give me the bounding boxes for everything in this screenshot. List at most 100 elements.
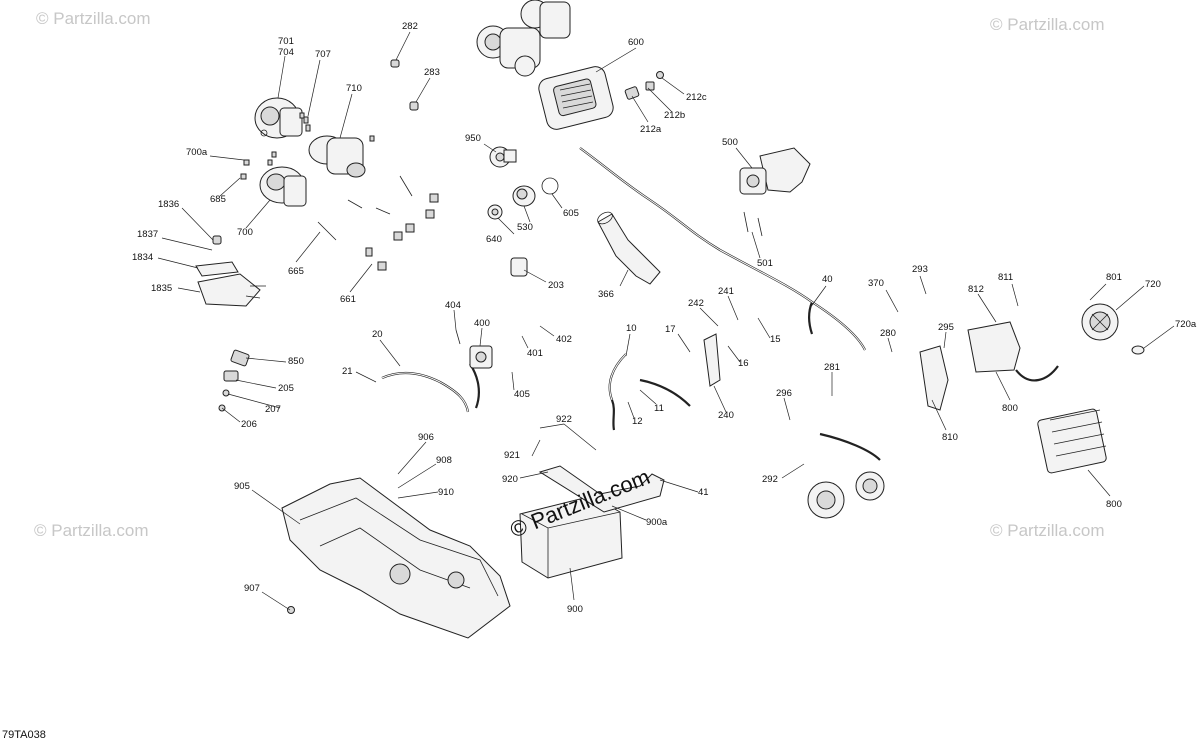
callout-281[interactable]: 281 (824, 362, 840, 373)
callout-207[interactable]: 207 (265, 404, 281, 415)
callout-920[interactable]: 920 (502, 474, 518, 485)
part-283-nut[interactable] (409, 101, 419, 111)
part-240-plate[interactable] (703, 333, 721, 387)
part-800-module-lower[interactable] (1037, 408, 1107, 474)
callout-810[interactable]: 810 (942, 432, 958, 443)
callout-283[interactable]: 283 (424, 67, 440, 78)
part-905-tray[interactable] (281, 477, 511, 639)
part-203-clip[interactable] (510, 257, 528, 277)
part-530-sensor[interactable] (512, 185, 536, 207)
callout-206[interactable]: 206 (241, 419, 257, 430)
callout-801[interactable]: 801 (1106, 272, 1122, 283)
callout-21[interactable]: 21 (342, 366, 353, 377)
callout-812[interactable]: 812 (968, 284, 984, 295)
callout-212a[interactable]: 212a (640, 124, 662, 135)
callout-296[interactable]: 296 (776, 388, 792, 399)
callout-11[interactable]: 11 (654, 403, 664, 414)
callout-212c[interactable]: 212c (686, 92, 707, 103)
part-720-light[interactable] (1081, 303, 1119, 341)
callout-295[interactable]: 295 (938, 322, 954, 333)
callout-921[interactable]: 921 (504, 450, 520, 461)
callout-402[interactable]: 402 (556, 334, 572, 345)
part-600-ecu[interactable] (537, 65, 616, 132)
callout-710[interactable]: 710 (346, 83, 362, 94)
part-907-nut[interactable] (287, 606, 295, 614)
callout-907[interactable]: 907 (244, 583, 260, 594)
callout-661[interactable]: 661 (340, 294, 356, 305)
callout-10[interactable]: 10 (626, 323, 637, 334)
callout-910[interactable]: 910 (438, 487, 454, 498)
callout-905[interactable]: 905 (234, 481, 250, 492)
part-10-cable[interactable] (608, 353, 691, 431)
callout-720a[interactable]: 720a (1175, 319, 1197, 330)
callout-370[interactable]: 370 (868, 278, 884, 289)
part-640-plug[interactable] (487, 204, 503, 220)
part-366-hose[interactable] (596, 210, 661, 285)
part-500-module[interactable] (739, 147, 811, 195)
part-800-module-upper[interactable] (967, 321, 1021, 373)
part-707-screws[interactable] (240, 112, 375, 180)
part-800-wire[interactable] (1015, 365, 1059, 382)
callout-212b[interactable]: 212b (664, 110, 685, 121)
callout-40[interactable]: 40 (822, 274, 833, 285)
callout-282[interactable]: 282 (402, 21, 418, 32)
part-400-relay[interactable] (469, 345, 493, 369)
part-212-clips[interactable] (624, 71, 664, 100)
callout-404[interactable]: 404 (445, 300, 461, 311)
callout-1835[interactable]: 1835 (151, 283, 172, 294)
part-40-wiring-harness[interactable] (579, 147, 866, 351)
part-1835-switch[interactable] (197, 273, 266, 307)
callout-1837[interactable]: 1837 (137, 229, 158, 240)
part-920-strap[interactable] (538, 465, 665, 513)
callout-405[interactable]: 405 (514, 389, 530, 400)
callout-922[interactable]: 922 (556, 414, 572, 425)
callout-400[interactable]: 400 (474, 318, 490, 329)
part-710-motor[interactable] (308, 135, 366, 178)
callout-16[interactable]: 16 (738, 358, 749, 369)
part-282-nut[interactable] (390, 59, 400, 68)
callout-800-upper[interactable]: 800 (1002, 403, 1018, 414)
callout-600[interactable]: 600 (628, 37, 644, 48)
part-900-battery[interactable] (519, 495, 623, 579)
callout-605[interactable]: 605 (563, 208, 579, 219)
part-720a-bulb[interactable] (1131, 345, 1145, 355)
callout-292[interactable]: 292 (762, 474, 778, 485)
callout-203[interactable]: 203 (548, 280, 564, 291)
part-700-actuator-lower[interactable] (259, 166, 307, 207)
callout-1834[interactable]: 1834 (132, 252, 153, 263)
callout-12[interactable]: 12 (632, 416, 643, 427)
part-605-ring[interactable] (541, 177, 559, 195)
callout-950[interactable]: 950 (465, 133, 481, 144)
callout-908[interactable]: 908 (436, 455, 452, 466)
callout-704[interactable]: 704 (278, 47, 294, 58)
callout-900a[interactable]: 900a (646, 517, 668, 528)
callout-640[interactable]: 640 (486, 234, 502, 245)
part-1836-nut[interactable] (212, 235, 222, 245)
callout-293[interactable]: 293 (912, 264, 928, 275)
part-404-bolt[interactable] (455, 329, 461, 345)
callout-41[interactable]: 41 (698, 487, 709, 498)
part-1834-bracket[interactable] (195, 261, 239, 277)
callout-900[interactable]: 900 (567, 604, 583, 615)
part-205-clip[interactable] (223, 370, 239, 382)
callout-685[interactable]: 685 (210, 194, 226, 205)
callout-241[interactable]: 241 (718, 286, 734, 297)
part-950-fitting[interactable] (489, 146, 517, 168)
part-throttle-bodies[interactable] (476, 0, 571, 77)
callout-700[interactable]: 700 (237, 227, 253, 238)
callout-20[interactable]: 20 (372, 329, 383, 340)
part-207-washer[interactable] (222, 389, 230, 397)
callout-366[interactable]: 366 (598, 289, 614, 300)
callout-707[interactable]: 707 (315, 49, 331, 60)
part-bolts-cluster[interactable] (317, 175, 439, 271)
callout-665[interactable]: 665 (288, 266, 304, 277)
part-501-screws[interactable] (743, 211, 763, 237)
callout-720[interactable]: 720 (1145, 279, 1161, 290)
callout-240[interactable]: 240 (718, 410, 734, 421)
callout-17[interactable]: 17 (665, 324, 676, 335)
callout-530[interactable]: 530 (517, 222, 533, 233)
callout-700a[interactable]: 700a (186, 147, 208, 158)
callout-701[interactable]: 701 (278, 36, 294, 47)
callout-500[interactable]: 500 (722, 137, 738, 148)
part-fog-lights[interactable] (807, 432, 885, 519)
